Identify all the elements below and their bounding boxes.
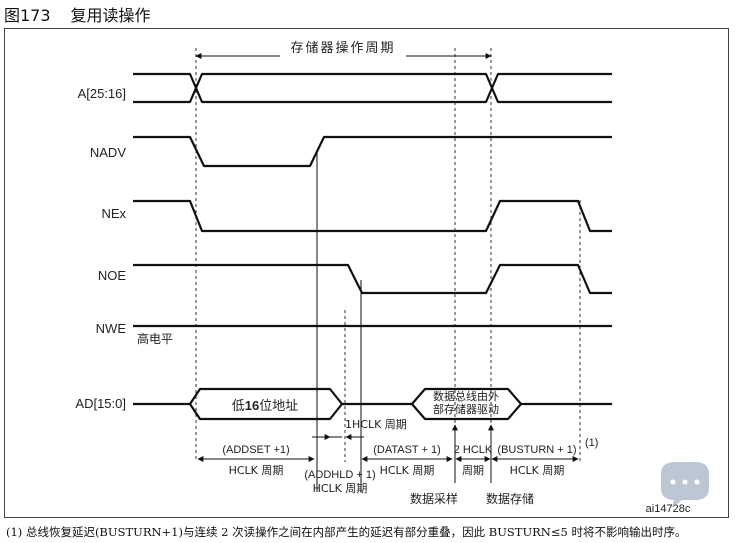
datast-unit: HCLK 周期 — [380, 464, 435, 477]
guide-lines — [195, 48, 581, 462]
figure-header: 图173 复用读操作 — [4, 2, 151, 25]
sample-label: 数据采样 — [410, 491, 458, 506]
two-hclk-label: 2 HCLK — [454, 444, 493, 456]
busturn-unit: HCLK 周期 — [510, 464, 565, 477]
nwe-state-label: 高电平 — [137, 331, 173, 346]
wave-noe-a — [133, 265, 362, 293]
wave-nex — [133, 199, 612, 233]
addhld-label: (ADDHLD + 1) — [304, 469, 375, 481]
datast-label: (DATAST + 1) — [373, 444, 441, 456]
address-bus-label: 低16位地址 — [232, 398, 299, 414]
signal-nex: NEx — [101, 206, 126, 221]
addset-unit: HCLK 周期 — [229, 464, 284, 477]
store-label: 数据存储 — [486, 491, 534, 506]
addset-label: (ADDSET +1) — [222, 444, 289, 456]
wave-a-bottom — [133, 72, 612, 104]
wave-noe — [133, 263, 612, 295]
wave-a-top — [133, 72, 612, 104]
signal-a25-16: A[25:16] — [78, 86, 126, 101]
data-bus-line2: 部存储器驱动 — [433, 402, 499, 416]
two-hclk-unit: 周期 — [462, 464, 484, 477]
chat-bubble-icon — [661, 462, 709, 508]
addhld-unit: HCLK 周期 — [313, 482, 368, 495]
wave-nadv — [133, 135, 612, 168]
cycle-label-bg — [280, 38, 406, 58]
signal-nadv: NADV — [90, 145, 126, 160]
wave-noe-b — [133, 265, 612, 293]
busturn-sup: (1) — [585, 437, 598, 449]
footnote: (1) 总线恢复延迟(BUSTURN+1)与连续 2 次读操作之间在内部产生的延… — [6, 525, 687, 539]
cycle-label: 存储器操作周期 — [290, 40, 395, 56]
one-hclk-label: 1HCLK 周期 — [345, 418, 407, 431]
data-bus-line1: 数据总线由外 — [433, 389, 499, 403]
figure-ref: ai14728c — [646, 503, 691, 515]
signal-ad15-0: AD[15:0] — [75, 396, 126, 411]
signal-noe: NOE — [98, 268, 127, 283]
figure-title: 复用读操作 — [70, 6, 151, 25]
figure-number: 图173 — [4, 6, 51, 25]
signal-nwe: NWE — [96, 321, 127, 336]
wave-noe-left — [133, 265, 486, 293]
diagram-frame — [4, 28, 729, 518]
busturn-label: (BUSTURN + 1) — [497, 444, 576, 456]
